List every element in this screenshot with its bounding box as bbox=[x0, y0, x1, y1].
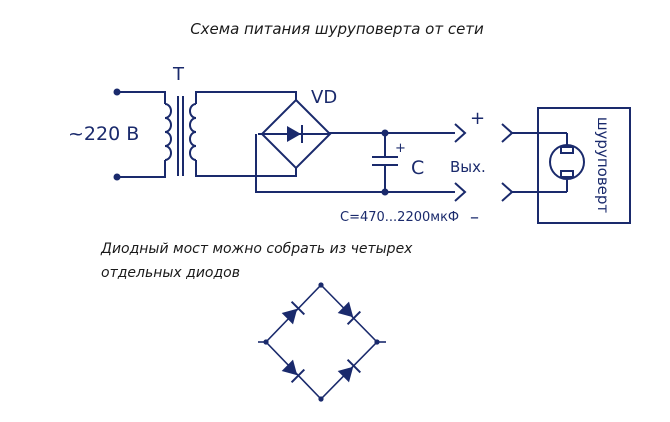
diode-lower-left bbox=[281, 359, 306, 384]
note-line-2: отдельных диодов bbox=[101, 265, 240, 281]
output-plus: + bbox=[470, 108, 485, 129]
dc-rails bbox=[255, 129, 455, 196]
diode-lower-right bbox=[337, 358, 362, 383]
transformer bbox=[164, 91, 297, 177]
capacitor-value: С=470...2200мкФ bbox=[340, 210, 459, 225]
diode-bridge bbox=[258, 98, 332, 170]
transformer-label: T bbox=[172, 64, 185, 85]
diode-upper-left bbox=[281, 300, 306, 325]
motor-connector bbox=[501, 123, 538, 202]
discrete-diode-bridge bbox=[258, 282, 386, 402]
bridge-label: VD bbox=[311, 87, 337, 108]
capacitor-plus: + bbox=[395, 141, 406, 156]
input-terminals bbox=[113, 88, 166, 181]
note-line-1: Диодный мост можно собрать из четырех bbox=[100, 241, 413, 257]
motor-block bbox=[537, 107, 631, 224]
motor-label: шуруповерт bbox=[594, 117, 612, 214]
output-connector bbox=[454, 123, 467, 202]
diode-upper-right bbox=[337, 301, 362, 326]
diagram-title: Схема питания шуруповерта от сети bbox=[190, 20, 484, 38]
output-minus: – bbox=[470, 207, 479, 228]
capacitor-label: С bbox=[411, 157, 424, 179]
capacitor bbox=[372, 133, 398, 192]
output-label: Вых. bbox=[450, 158, 486, 176]
input-voltage-label: ~220 В bbox=[68, 123, 139, 145]
